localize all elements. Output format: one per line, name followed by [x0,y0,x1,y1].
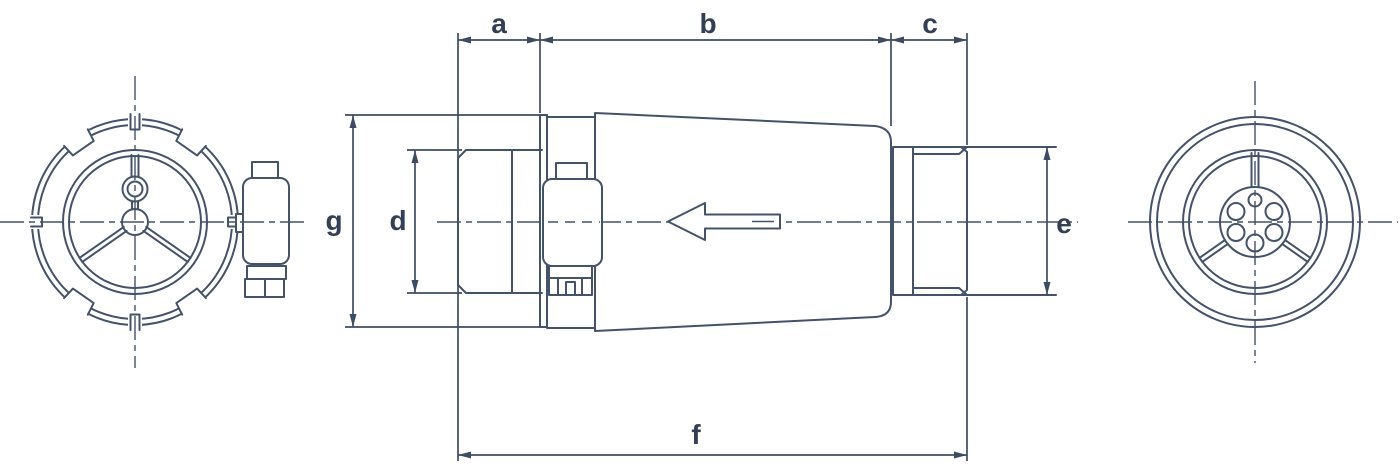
latch-side-bracket [548,265,593,296]
latch-top-tab [251,161,279,179]
left-end-view [0,76,306,368]
pin [1226,223,1246,242]
dimension-label-g: g [325,205,342,236]
dimension-label-a: a [491,8,507,39]
right-insert-spokes [1198,239,1312,263]
latch-side-view [542,162,603,296]
extension-lines [345,33,968,461]
dimension-label-f: f [691,419,701,450]
dimension-arrowheads [349,36,1051,459]
right-end-view [1128,81,1398,363]
latch-foot-right [264,278,285,298]
tapered-housing [594,112,892,332]
latch-band [246,265,287,280]
pin [1226,202,1246,221]
cable-fitting-left [457,149,543,294]
dimension-label-b: b [699,8,716,39]
dimension-label-c: c [922,8,938,39]
dimensions: a b c f g d e [325,8,1072,461]
pin [1264,223,1284,242]
coupling-fitting-right [892,146,1057,296]
pin [1264,202,1284,221]
latch-side-tab [555,162,588,180]
latch-front-view [235,161,290,298]
dimension-label-e: e [1056,208,1072,239]
latch-foot-left [244,278,266,298]
key-slot [1250,152,1260,188]
latch-serrations [548,277,593,296]
side-view [437,112,1078,332]
dimension-label-d: d [389,205,406,236]
flow-direction-arrow [667,202,781,241]
insert-spokes [78,154,192,263]
neck [546,116,596,329]
latch-body [242,177,290,265]
